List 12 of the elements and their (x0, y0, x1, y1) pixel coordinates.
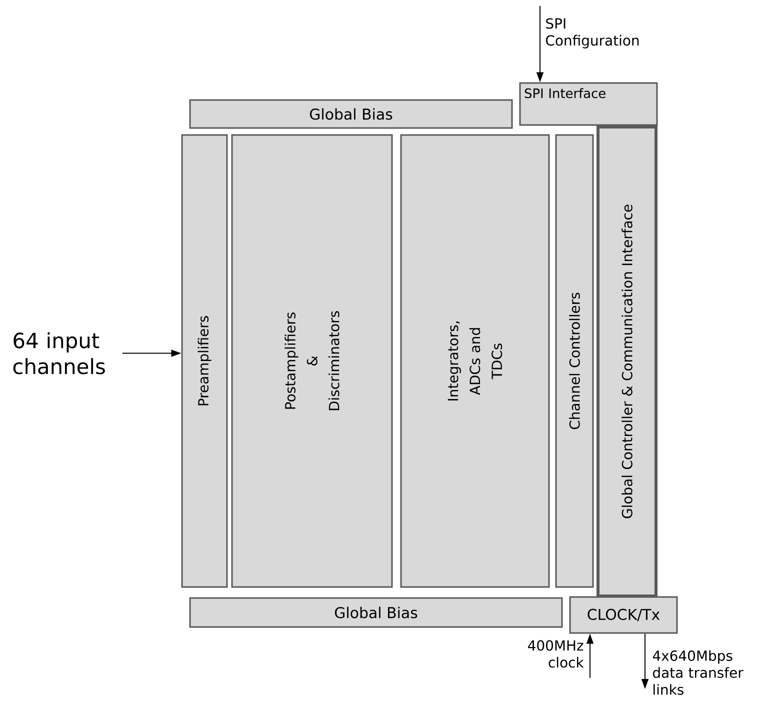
text-label: 400MHz clock (528, 640, 584, 668)
block-box: SPI Interface (519, 82, 658, 126)
block-box: Channel Controllers (555, 134, 594, 588)
block-box: CLOCK/Tx (569, 596, 678, 634)
text-label: 64 input channels (13, 332, 105, 374)
block-box: Postamplifiers & Discriminators (231, 134, 393, 588)
block-box: Integrators, ADCs and TDCs (400, 134, 550, 588)
text-label: SPI Configuration (546, 18, 639, 48)
block-box: Global Bias (189, 597, 563, 628)
text-label: 4x640Mbps data transfer links (652, 650, 744, 695)
block-box: Preamplifiers (181, 134, 228, 588)
block-box: Global Bias (189, 99, 513, 129)
